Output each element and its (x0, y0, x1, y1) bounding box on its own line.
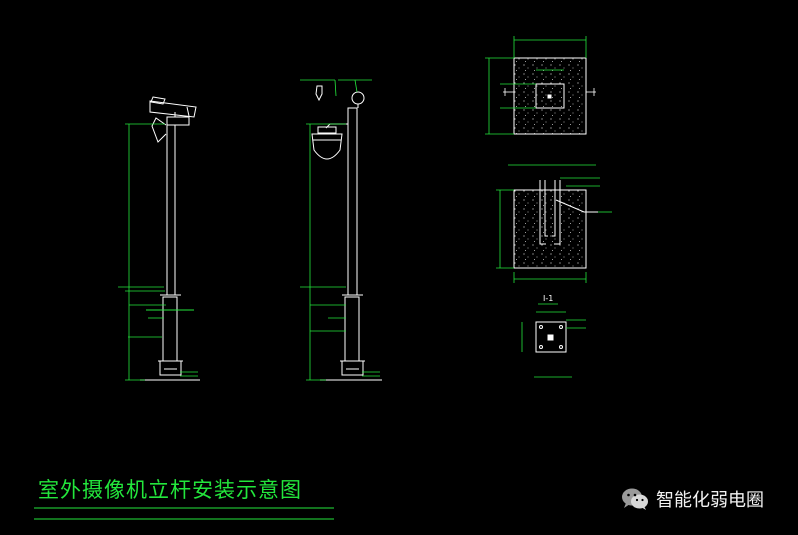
dimension-lines-middle (128, 79, 380, 381)
section-label: I-1 (543, 294, 553, 303)
watermark: 智能化弱电圈 (620, 486, 764, 512)
foundation-section-dims (496, 177, 612, 283)
watermark-text: 智能化弱电圈 (656, 490, 764, 511)
lightning-rod-icon (351, 91, 365, 105)
pole-shaft-2 (347, 107, 358, 296)
foundation-plan (513, 57, 587, 135)
foundation-section (513, 180, 598, 269)
base-plate-dims (521, 311, 586, 378)
foundation-plan-dims (485, 36, 587, 135)
pole-base (162, 296, 178, 362)
dome-camera-pole (311, 85, 382, 381)
drawing-title: 室外摄像机立杆安装示意图 (38, 478, 302, 502)
base-plate-detail (535, 321, 567, 353)
dimension-lines-left (118, 123, 198, 381)
wechat-icon (622, 488, 648, 510)
pole-shaft (166, 124, 176, 296)
dome-camera-icon (311, 126, 343, 160)
box-camera-pole (140, 96, 200, 381)
box-camera-icon (149, 96, 197, 126)
